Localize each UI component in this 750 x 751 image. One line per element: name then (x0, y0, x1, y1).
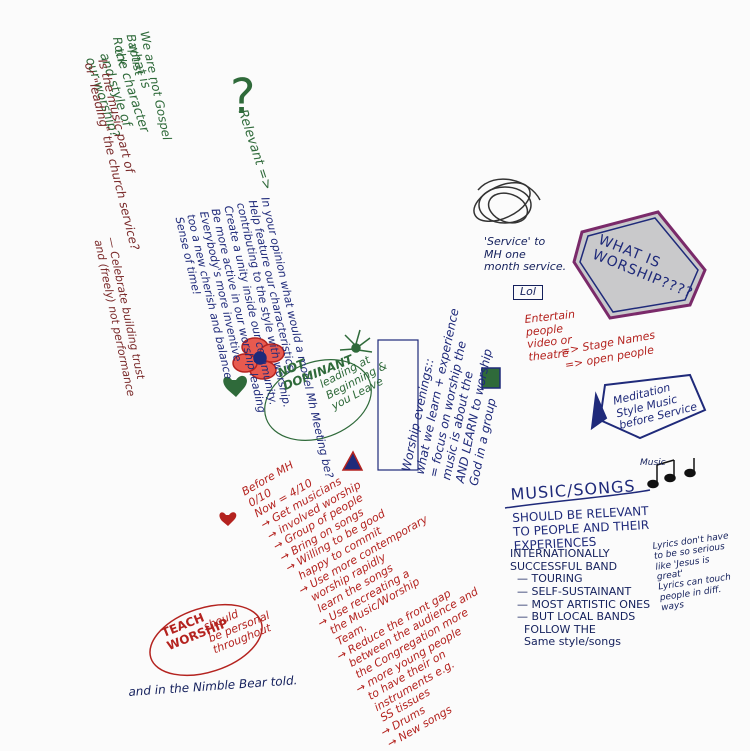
not-dominant-outline (264, 359, 372, 441)
service-note: 'Service' to MH one month service. (484, 235, 567, 274)
small-heart-drawing (219, 512, 237, 526)
internationally-block: INTERNATIONALLY SUCCESSFUL BAND — TOURIN… (510, 547, 651, 649)
whiteboard: what is the character and style of our w… (82, 30, 732, 750)
meditation-box (590, 373, 707, 440)
question-mark: ? (230, 69, 256, 125)
heart-drawing (223, 375, 247, 397)
starburst-drawing (339, 329, 373, 353)
flower-drawing (232, 337, 285, 380)
scribble-doodle (473, 178, 541, 224)
triangle-flag-drawing (341, 450, 364, 471)
lyrics-note: Lyrics don't have to be so serious like … (652, 531, 732, 614)
teach-worship-outline (149, 603, 263, 677)
lol-note: Lol (513, 285, 543, 300)
worship-evenings-outline (377, 339, 419, 471)
small-box-doodle (481, 367, 501, 389)
board-drawings (149, 178, 707, 677)
music-note-label: Music (640, 458, 666, 468)
music-songs-underline (504, 489, 651, 509)
music-notes-doodle (647, 458, 696, 489)
what-is-worship-sign (572, 210, 707, 320)
